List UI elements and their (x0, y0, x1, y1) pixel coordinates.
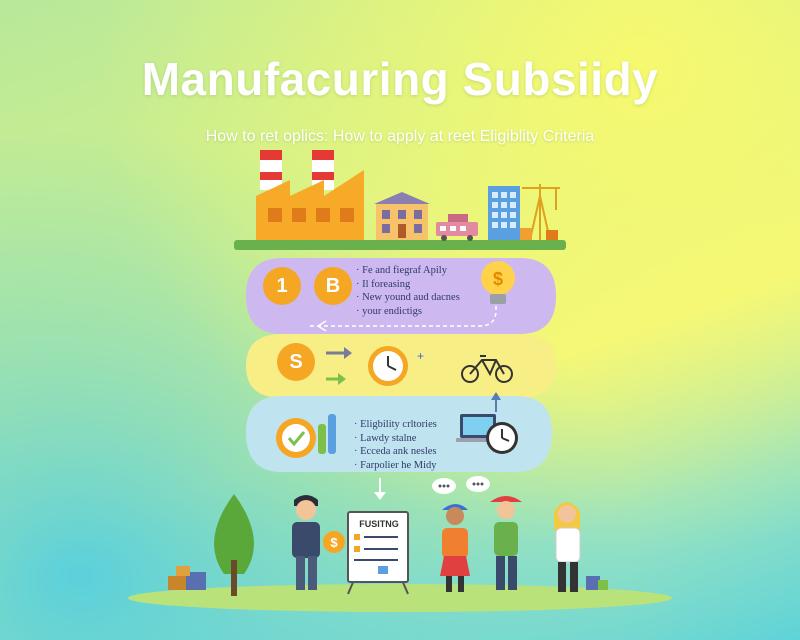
step3-line-4: · Farpolier he Midy (354, 459, 437, 471)
arrow-up-icon (491, 392, 501, 412)
step3-line-1: · Eligbility crltories (354, 419, 437, 430)
connector-line (310, 298, 497, 327)
svg-text:+: + (417, 349, 424, 363)
tree-icon (214, 494, 254, 596)
factory-icon (256, 150, 364, 240)
step2-badge-bg (277, 343, 315, 381)
step1-line-3: · New yound aud dacnes (356, 292, 460, 303)
bicycle-icon (461, 355, 513, 383)
buildings-ground (234, 240, 566, 250)
step1-badge-b: B (325, 274, 341, 297)
step1-line-4: · your endictigs (356, 305, 422, 317)
person-figure-2 (440, 504, 470, 592)
train-icon (436, 214, 478, 241)
laptop-icon (456, 414, 500, 442)
clock-small-icon (486, 422, 518, 454)
boxes-right-icon (586, 576, 608, 590)
step1-line-2: · Il foreasing (356, 278, 411, 290)
bar-chart-icon (318, 414, 336, 454)
arrow-down-icon (374, 478, 386, 500)
step1-badge-a-bg (263, 267, 301, 305)
arrow-right-gray (326, 347, 352, 359)
arrow-right-green (326, 373, 346, 385)
speech-bubbles (432, 476, 490, 494)
step3-line-3: · Ecceda ank nesles (354, 446, 437, 457)
clock-icon: + (368, 346, 424, 386)
lightbulb-dollar-icon: $ (481, 261, 515, 304)
step2-badge: S (289, 350, 303, 373)
step1-badge-b-bg (314, 267, 352, 305)
worker-figure: $ (292, 495, 345, 590)
connector-arrow (317, 320, 327, 332)
ground (128, 584, 672, 612)
crane-icon (520, 184, 560, 241)
boxes-icon (168, 566, 206, 590)
step1-line-1: · Fe and fiegraf Apily (356, 265, 447, 276)
step3-line-2: · Lawdy stalne (354, 432, 417, 444)
gauge-icon (276, 418, 316, 458)
step1-badge-a: 1 (276, 274, 288, 297)
sign-board (347, 511, 409, 595)
svg-text:$: $ (493, 269, 503, 289)
page-title: Manufacuring Subsiidy (141, 53, 659, 105)
office-tower-icon (488, 186, 520, 240)
person-figure-3 (490, 496, 522, 590)
building-icon (374, 192, 430, 240)
svg-text:$: $ (330, 535, 338, 550)
page-subtitle: How to ret oplics: How to apply at reet … (205, 128, 595, 145)
step3-text: · Eligbility crltories · Lawdy stalne · … (354, 418, 437, 472)
person-figure-4 (554, 502, 581, 592)
sign-title: FUSITNG (359, 519, 399, 529)
step1-text: · Fe and fiegraf Apily · Il foreasing · … (356, 264, 460, 318)
